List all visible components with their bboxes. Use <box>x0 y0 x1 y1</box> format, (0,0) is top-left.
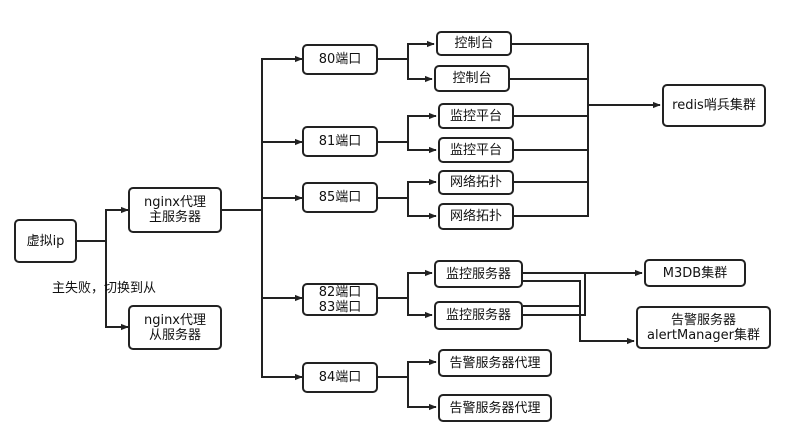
monitor-server-node-1: 监控服务器 <box>434 260 523 288</box>
edge-81-to-platform1 <box>378 112 437 143</box>
network-topology-node-2: 网络拓扑 <box>438 203 514 230</box>
edge-master-to-84 <box>261 210 303 381</box>
edge-85-to-topo1 <box>378 178 437 199</box>
alert-manager-cluster-node: 告警服务器 alertManager集群 <box>636 306 771 349</box>
edge-server2-to-m3db <box>523 273 586 316</box>
edge-vip-to-master <box>77 206 129 242</box>
port-84-node: 84端口 <box>302 362 378 393</box>
edge-master-to-81 <box>261 138 303 210</box>
edge-82-to-server2 <box>407 298 433 319</box>
monitor-platform-node-2: 监控平台 <box>438 137 514 163</box>
edge-master-to-80 <box>222 55 303 211</box>
network-topology-node-1: 网络拓扑 <box>438 170 514 195</box>
edge-82-to-server1 <box>378 269 433 299</box>
edge-master-to-82-83 <box>261 210 303 302</box>
port-81-node: 81端口 <box>302 126 378 157</box>
alarm-proxy-node-1: 告警服务器代理 <box>438 349 552 377</box>
failover-label: 主失败，切换到从 <box>52 281 157 296</box>
nginx-master-node: nginx代理 主服务器 <box>128 187 222 233</box>
m3db-cluster-node: M3DB集群 <box>644 259 746 287</box>
alarm-proxy-node-2: 告警服务器代理 <box>438 394 552 422</box>
edge-topo2-to-redis <box>514 101 661 217</box>
port-85-node: 85端口 <box>302 182 378 213</box>
port-82-83-node: 82端口 83端口 <box>302 283 378 316</box>
edge-84-to-alarm1 <box>378 358 437 378</box>
edge-server1-to-alert <box>523 280 635 345</box>
console-node-2: 控制台 <box>434 65 510 92</box>
port-80-node: 80端口 <box>302 44 378 75</box>
edge-84-to-alarm2 <box>407 377 437 411</box>
redis-sentinel-cluster-node: redis哨兵集群 <box>662 84 766 127</box>
edge-80-to-console1 <box>378 40 435 60</box>
nginx-slave-node: nginx代理 从服务器 <box>128 305 222 350</box>
monitor-platform-node-1: 监控平台 <box>438 103 514 129</box>
edge-85-to-topo2 <box>407 198 437 220</box>
virtual-ip-node: 虚拟ip <box>14 219 77 263</box>
edge-vip-to-slave <box>77 240 129 331</box>
edge-80-to-console2 <box>407 59 433 83</box>
edge-console1-to-redis <box>512 43 589 105</box>
edge-master-to-85 <box>261 194 303 210</box>
monitor-server-node-2: 监控服务器 <box>434 301 523 330</box>
console-node-1: 控制台 <box>436 31 512 56</box>
edge-81-to-platform2 <box>407 142 437 154</box>
